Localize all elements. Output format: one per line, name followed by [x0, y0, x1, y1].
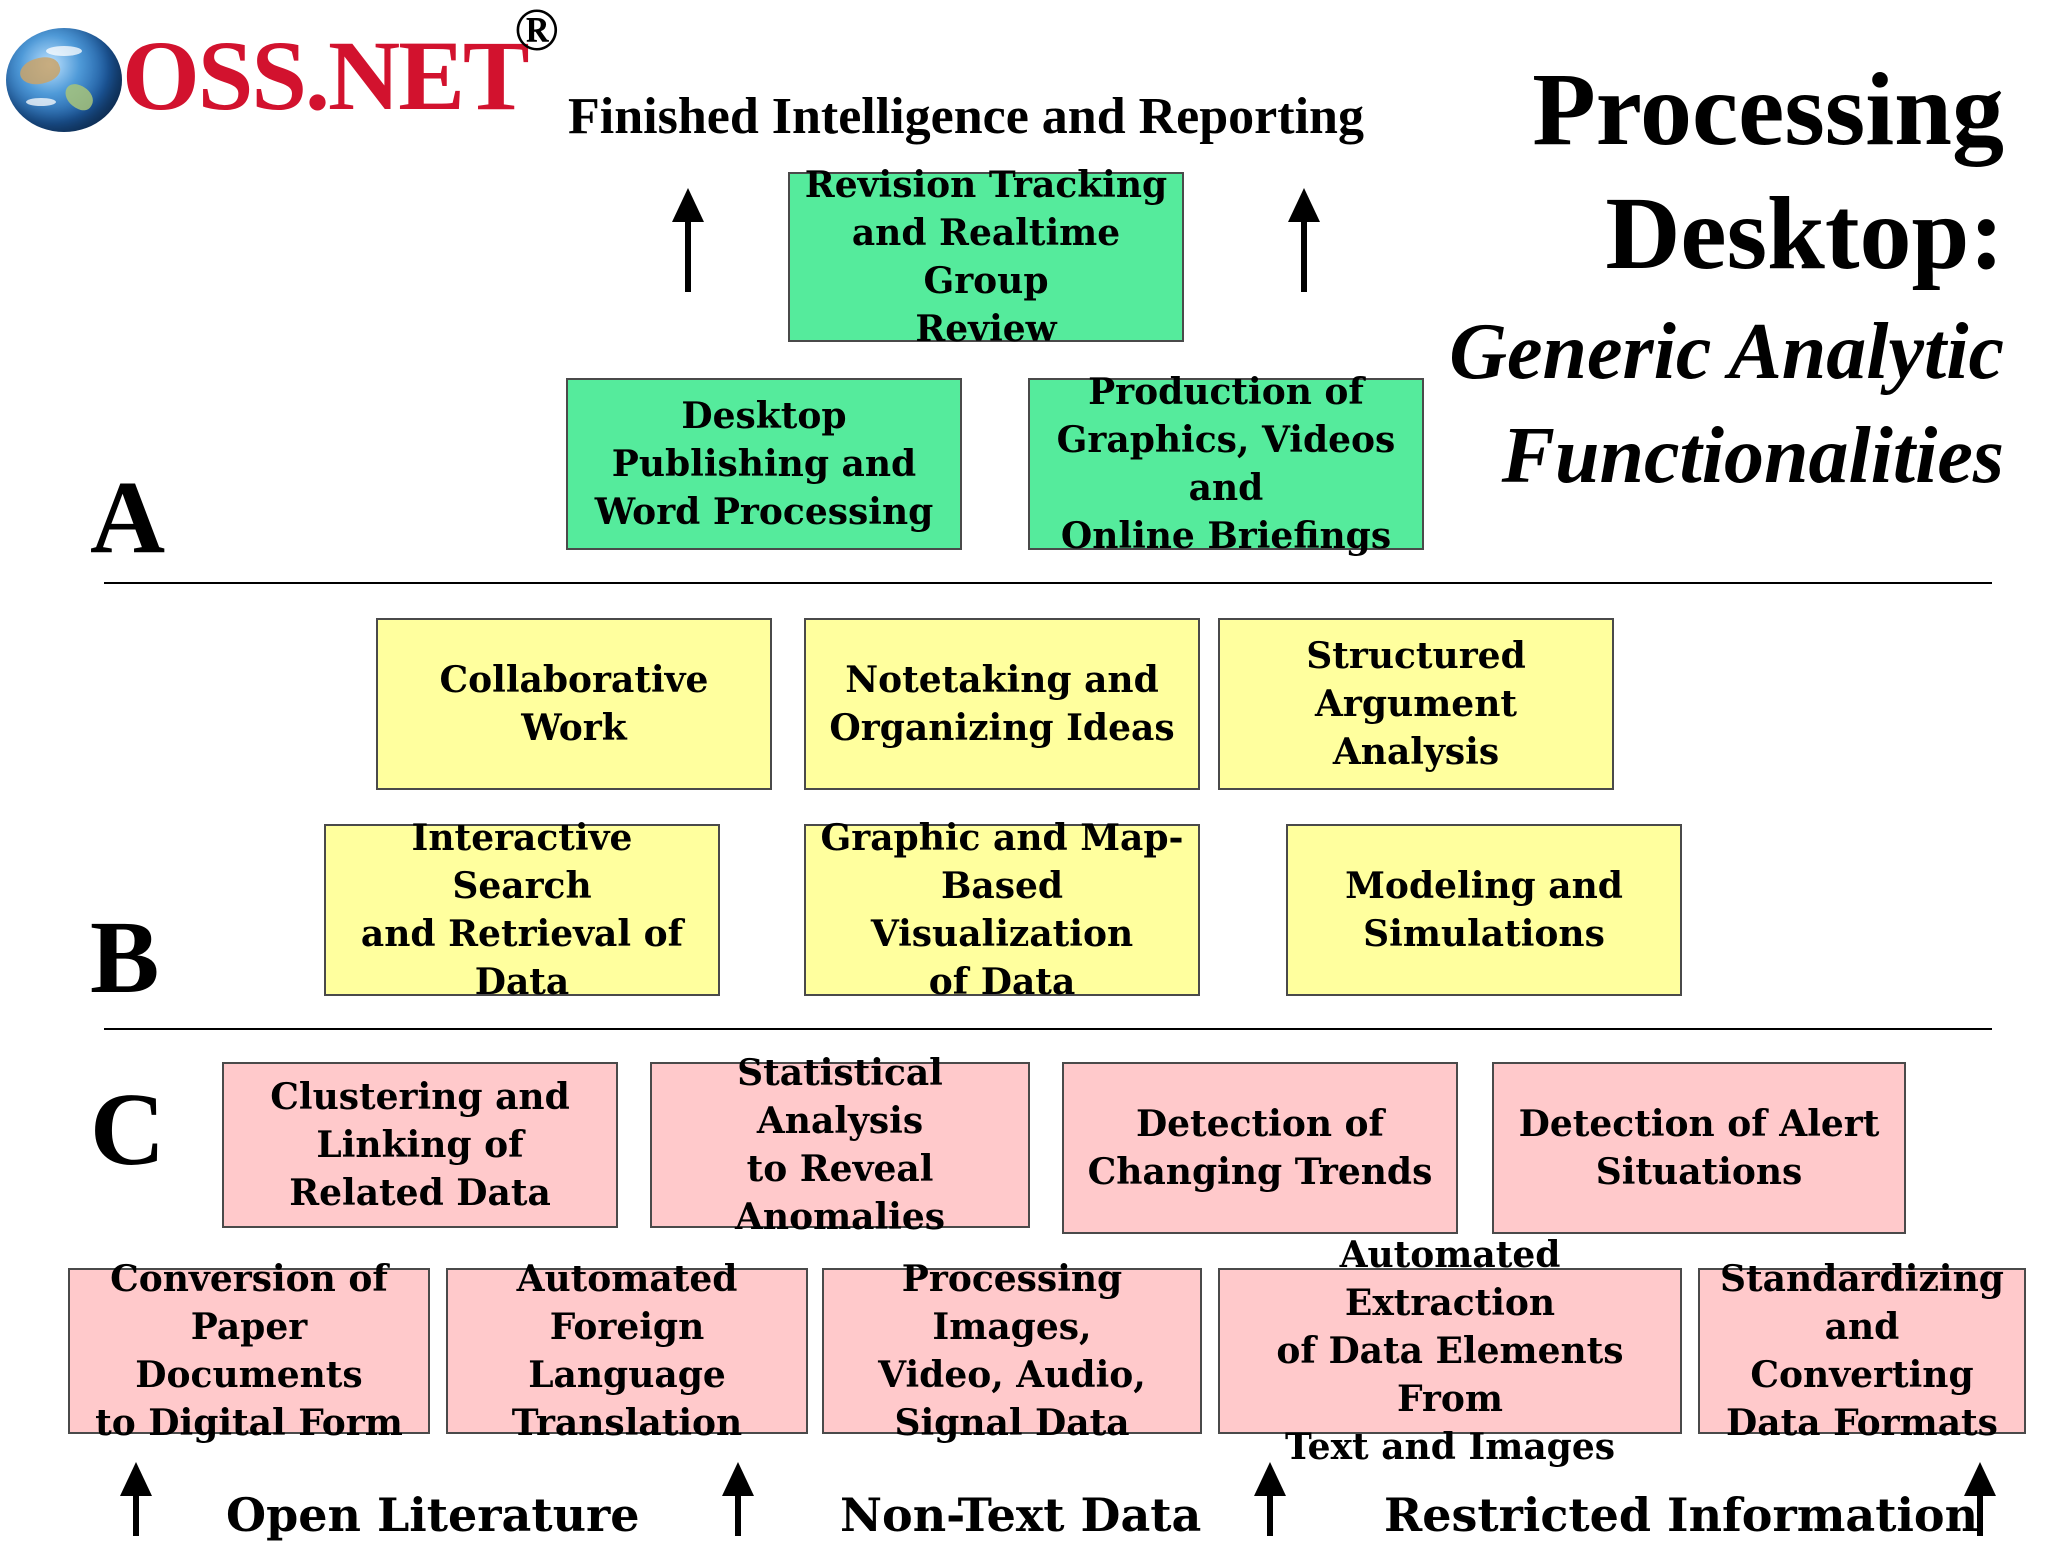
box-collaborative-work: Collaborative Work — [376, 618, 772, 790]
box-interactive-search: Interactive Search and Retrieval of Data — [324, 817, 720, 1003]
label-restricted-information: Restricted Information — [1384, 1488, 1979, 1542]
title-line-1: Processing — [1532, 52, 2004, 167]
up-arrow-icon — [668, 188, 708, 292]
box-processing-images: Processing Images, Video, Audio, Signal … — [822, 1258, 1202, 1444]
up-arrow-icon — [1960, 1462, 2000, 1536]
box-alert-situations: Detection of Alert Situations — [1492, 1062, 1906, 1234]
box-revision-tracking: Revision Tracking and Realtime Group Rev… — [788, 164, 1184, 350]
box-production-graphics: Production of Graphics, Videos and Onlin… — [1028, 371, 1424, 557]
box-modeling: Modeling and Simulations — [1286, 824, 1682, 996]
subtitle-line-2: Functionalities — [1501, 412, 2004, 500]
box-automated-extraction: Automated Extraction of Data Elements Fr… — [1218, 1234, 1682, 1468]
box-desktop-publishing: Desktop Publishing and Word Processing — [566, 378, 962, 550]
top-heading: Finished Intelligence and Reporting — [568, 88, 1364, 145]
label-open-literature: Open Literature — [226, 1488, 640, 1542]
box-notetaking: Notetaking and Organizing Ideas — [804, 618, 1200, 790]
registered-mark: ® — [514, 0, 559, 63]
globe-icon — [6, 28, 122, 132]
title-block: Processing Desktop: Generic Analytic Fun… — [1364, 48, 2004, 504]
divider — [104, 582, 1992, 584]
logo-text: OSS.NET — [122, 20, 530, 131]
label-non-text-data: Non-Text Data — [840, 1488, 1202, 1542]
subtitle-line-1: Generic Analytic — [1449, 308, 2004, 396]
box-translation: Automated Foreign Language Translation — [446, 1258, 808, 1444]
up-arrow-icon — [116, 1462, 156, 1536]
box-changing-trends: Detection of Changing Trends — [1062, 1062, 1458, 1234]
box-standardizing: Standardizing and Converting Data Format… — [1698, 1258, 2026, 1444]
box-statistical-analysis: Statistical Analysis to Reveal Anomalies — [650, 1052, 1030, 1238]
section-letter-a: A — [90, 460, 166, 575]
up-arrow-icon — [718, 1462, 758, 1536]
up-arrow-icon — [1284, 188, 1324, 292]
box-clustering: Clustering and Linking of Related Data — [222, 1062, 618, 1228]
section-letter-c: C — [90, 1072, 166, 1187]
box-structured-argument: Structured Argument Analysis — [1218, 618, 1614, 790]
box-graphic-map: Graphic and Map- Based Visualization of … — [804, 817, 1200, 1003]
divider — [104, 1028, 1992, 1030]
title-line-2: Desktop: — [1605, 176, 2004, 291]
up-arrow-icon — [1250, 1462, 1290, 1536]
section-letter-b: B — [90, 900, 160, 1015]
box-conversion: Conversion of Paper Documents to Digital… — [68, 1258, 430, 1444]
